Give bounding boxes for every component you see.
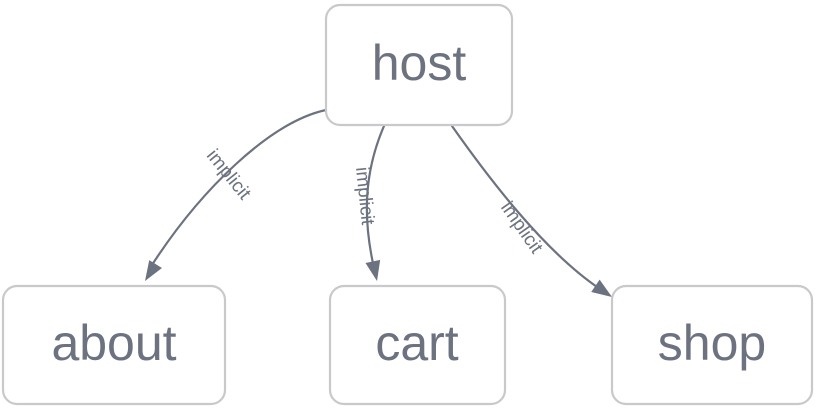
node-shop[interactable]: shop — [610, 284, 814, 406]
node-box[interactable] — [324, 3, 514, 127]
edge-label: implicit — [351, 166, 378, 227]
arrowhead-icon — [365, 259, 381, 281]
node-cart[interactable]: cart — [328, 284, 507, 406]
edge-host-shop[interactable]: implicit — [450, 124, 616, 303]
node-host[interactable]: host — [324, 3, 514, 127]
node-label: about — [51, 315, 176, 371]
node-box[interactable] — [610, 284, 814, 406]
node-label: host — [372, 35, 467, 91]
arrowhead-icon — [591, 279, 612, 297]
node-box[interactable] — [328, 284, 507, 406]
edge-line — [365, 124, 386, 270]
edge-host-about[interactable]: implicit — [139, 108, 328, 285]
edge-line — [450, 124, 602, 291]
edge-host-cart[interactable]: implicit — [351, 124, 386, 283]
arrowhead-icon — [145, 260, 162, 281]
node-about[interactable]: about — [1, 284, 227, 406]
edge-line — [148, 108, 328, 270]
edge-label: implicit — [496, 198, 547, 258]
node-box[interactable] — [1, 284, 227, 406]
node-label: shop — [658, 315, 766, 371]
node-label: cart — [375, 315, 458, 371]
